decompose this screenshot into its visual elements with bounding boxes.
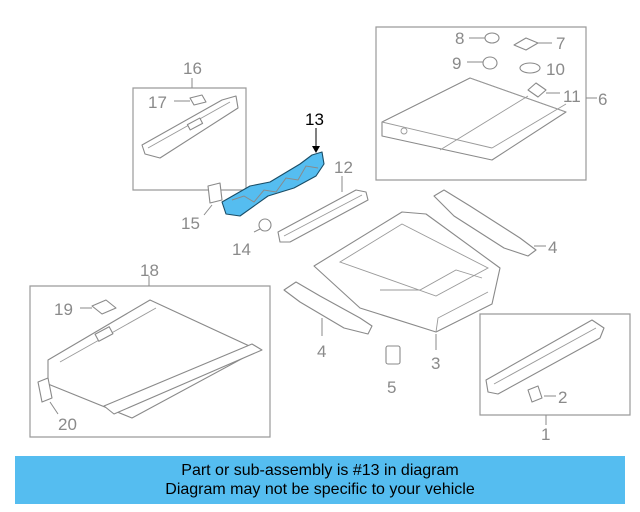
callout-11: 11 xyxy=(563,87,581,106)
scuff-plate xyxy=(485,319,605,395)
group-18-box xyxy=(29,285,271,438)
callout-4-left: 4 xyxy=(317,342,326,361)
callout-13: 13 xyxy=(305,110,324,129)
callout-8: 8 xyxy=(455,29,464,48)
callout-17: 17 xyxy=(148,93,167,112)
highlighted-part-13 xyxy=(221,128,325,217)
callout-16: 16 xyxy=(183,59,202,78)
pad-19 xyxy=(91,299,117,315)
callout-5: 5 xyxy=(387,378,396,397)
callout-20: 20 xyxy=(58,415,77,434)
trim-slot xyxy=(186,117,204,131)
tray-body xyxy=(313,211,501,333)
group-16 xyxy=(132,78,247,191)
grommet-8 xyxy=(484,32,500,44)
callout-1: 1 xyxy=(541,425,550,444)
clip-11 xyxy=(527,82,547,98)
callout-15: 15 xyxy=(181,214,200,233)
info-banner: Part or sub-assembly is #13 in diagram D… xyxy=(15,456,625,504)
parts-diagram: 1 2 3 4 4 5 6 7 8 9 10 11 12 13 14 15 16… xyxy=(29,26,631,444)
banner-line-1: Part or sub-assembly is #13 in diagram xyxy=(181,462,459,479)
cover-handle xyxy=(94,326,114,342)
callout-10: 10 xyxy=(546,60,565,79)
callout-2: 2 xyxy=(558,388,567,407)
callout-7: 7 xyxy=(556,34,565,53)
clip-14 xyxy=(258,218,272,232)
bracket-4-left xyxy=(283,281,373,335)
callout-9: 9 xyxy=(452,54,461,73)
banner-line-2: Diagram may not be specific to your vehi… xyxy=(165,481,475,498)
clip-2 xyxy=(527,385,543,403)
group-6 xyxy=(375,26,597,181)
callout-19: 19 xyxy=(54,300,73,319)
group-18 xyxy=(29,276,271,438)
group-6-box xyxy=(375,26,587,181)
callout-3: 3 xyxy=(431,354,440,373)
cover-rod xyxy=(103,343,263,415)
callout-18: 18 xyxy=(140,261,159,280)
group-1 xyxy=(479,313,631,425)
clip-20 xyxy=(37,377,53,403)
cargo-tray-3 xyxy=(313,211,501,350)
callout-6: 6 xyxy=(598,90,607,109)
callout-14: 14 xyxy=(232,240,251,259)
cover-15 xyxy=(207,182,223,204)
group-1-box xyxy=(479,313,631,416)
callout-4-right: 4 xyxy=(548,238,557,257)
pad-7 xyxy=(513,37,539,51)
part-13-bracket xyxy=(221,151,325,217)
clip-5 xyxy=(385,345,401,365)
plug-9 xyxy=(482,56,498,70)
clip-17 xyxy=(189,94,207,106)
floor-board xyxy=(381,77,567,161)
bracket-4-right xyxy=(433,189,537,257)
callout-12: 12 xyxy=(334,158,353,177)
ring-10 xyxy=(519,62,541,74)
